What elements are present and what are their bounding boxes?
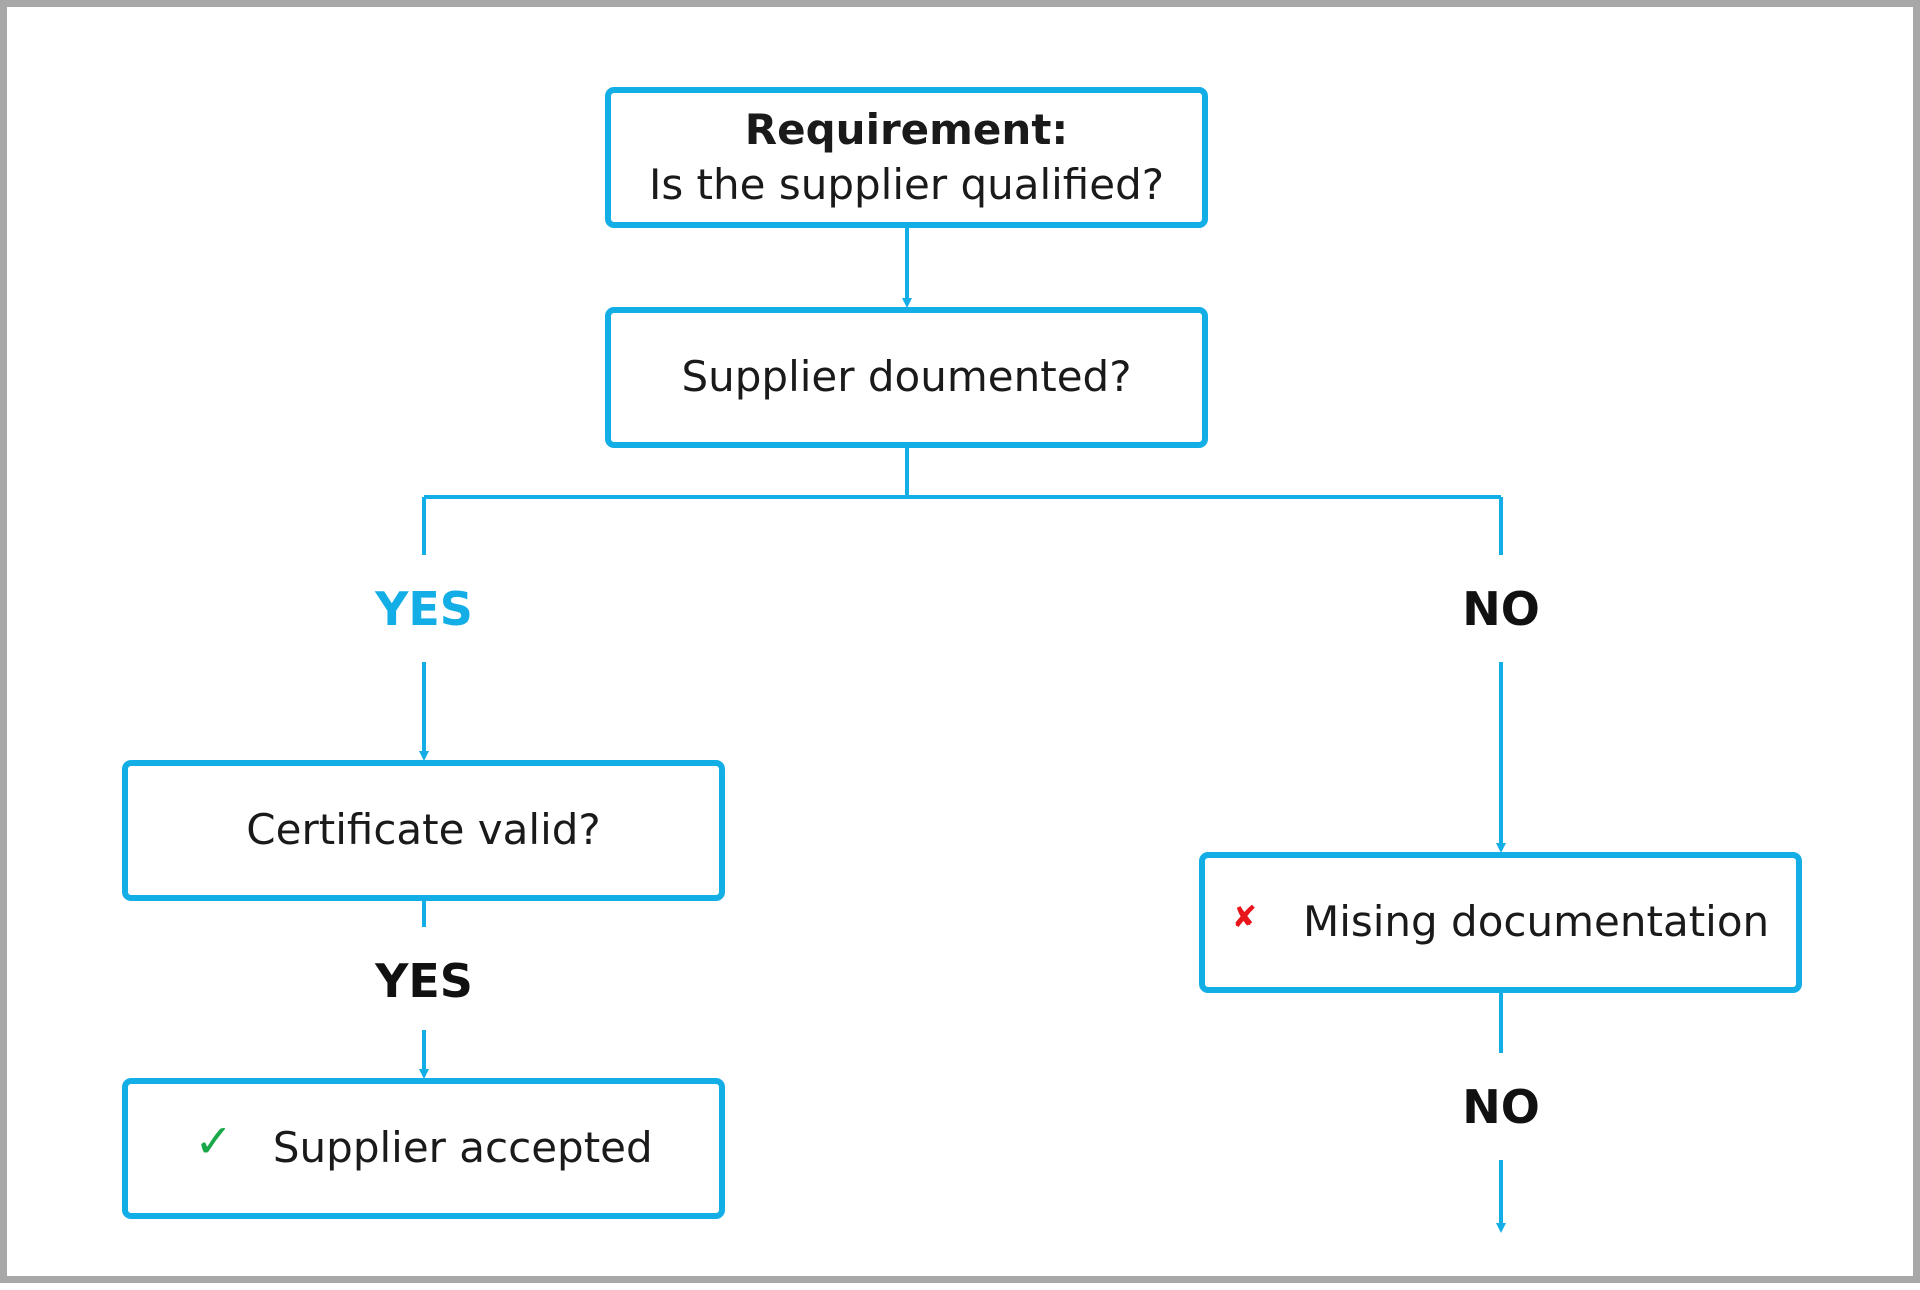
branch-label-no: NO xyxy=(1462,582,1540,636)
check-icon: ✓ xyxy=(194,1113,233,1168)
certificate-label: Certificate valid? xyxy=(246,805,601,855)
missing-box: ✘ Mising documentation xyxy=(1199,852,1802,993)
requirement-box: Requirement: Is the supplier qualified? xyxy=(605,87,1208,228)
certificate-box: Certificate valid? xyxy=(122,760,725,901)
cross-icon: ✘ xyxy=(1231,900,1257,935)
branch-label-yes: YES xyxy=(375,582,473,636)
documented-label: Supplier doumented? xyxy=(681,352,1132,402)
missing-label: Mising documentation xyxy=(1302,897,1770,947)
branch-label-yes-certificate: YES xyxy=(375,954,473,1008)
documented-box: Supplier doumented? xyxy=(605,307,1208,448)
branch-label-no-missing: NO xyxy=(1462,1080,1540,1134)
requirement-question: Is the supplier qualified? xyxy=(648,159,1165,209)
accepted-box: ✓ Supplier accepted xyxy=(122,1078,725,1219)
connector-lines xyxy=(419,228,1506,1233)
requirement-title: Requirement: xyxy=(744,104,1069,154)
accepted-label: Supplier accepted xyxy=(272,1123,653,1173)
